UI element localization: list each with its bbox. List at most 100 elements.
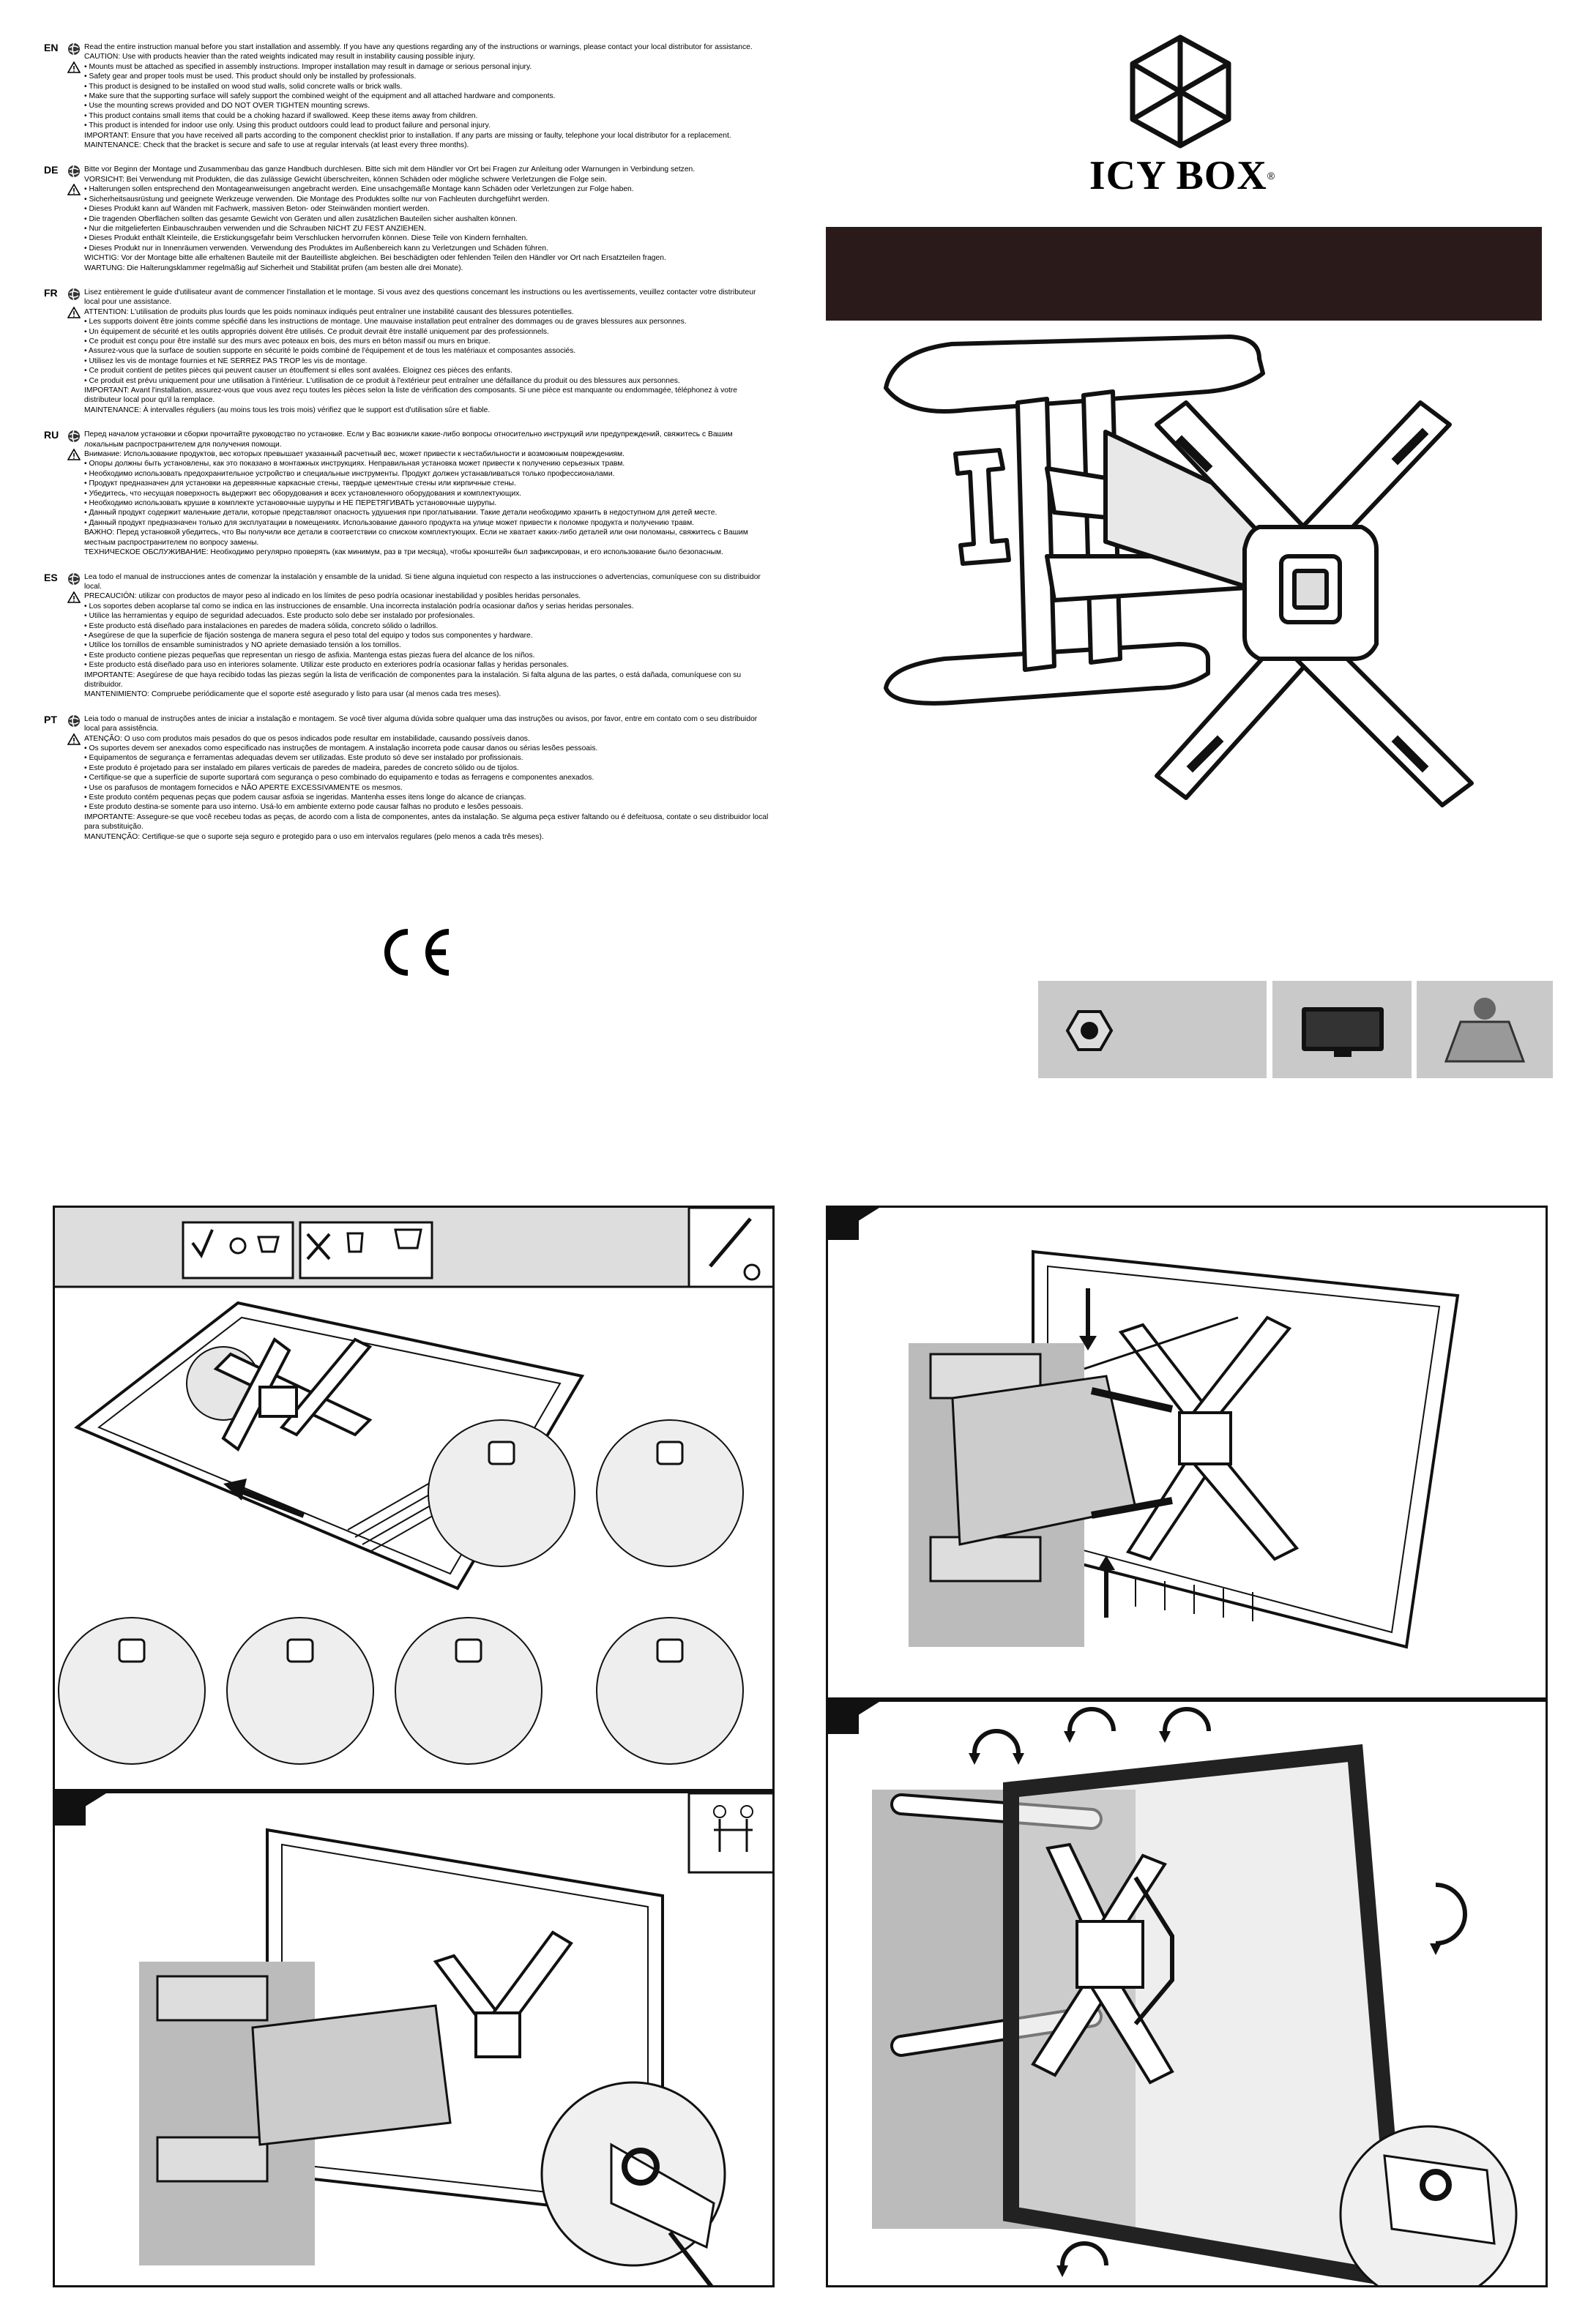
vesa-hexagon-icon: [1065, 1010, 1114, 1051]
step-tab: [55, 1793, 106, 1826]
safety-paragraph: • Safety gear and proper tools must be u…: [84, 72, 417, 81]
safety-paragraph: • Certifique-se que a superfície de supo…: [84, 774, 594, 782]
safety-paragraph: Read the entire instruction manual befor…: [84, 43, 753, 51]
safety-paragraph: • Assurez-vous que la surface de soutien…: [84, 347, 576, 356]
safety-paragraph: • Ce produit est prévu uniquement pour u…: [84, 376, 680, 385]
safety-paragraph: • Utilice los tornillos de ensamble sumi…: [84, 641, 401, 650]
safety-paragraph: • Este produto é projetado para ser inst…: [84, 763, 519, 772]
safety-section-es: ES Lea todo el manual de instrucciones an…: [44, 572, 769, 700]
warning-triangle-icon: [67, 306, 81, 318]
safety-paragraph: • Asegúrese de que la superficie de fija…: [84, 631, 533, 640]
info-globe-icon: [67, 430, 81, 443]
warning-triangle-icon: [67, 183, 81, 196]
warning-triangle-icon: [67, 61, 81, 73]
safety-paragraph: • Ce produit est conçu pour être install…: [84, 337, 491, 345]
safety-paragraph: • Данный продукт предназначен только для…: [84, 518, 695, 527]
safety-paragraph: • Os suportes devem ser anexados como es…: [84, 744, 598, 752]
weight-icon: [1444, 998, 1526, 1063]
safety-paragraph: • Los soportes deben acoplarse tal como …: [84, 602, 634, 610]
safety-section-fr: FR Lisez entièrement le guide d'utilisate…: [44, 288, 769, 415]
safety-paragraph: • Ce produit contient de petites pièces …: [84, 367, 512, 375]
spec-box-vesa: [1038, 981, 1267, 1078]
warning-triangle-icon: [67, 448, 81, 461]
safety-paragraph: • Die tragenden Oberflächen sollten das …: [84, 214, 518, 223]
step-tab: [828, 1208, 879, 1240]
safety-paragraph: PRECAUCIÓN: utilizar con productos de ma…: [84, 592, 581, 601]
language-code: DE: [44, 164, 59, 176]
safety-paragraph: Внимание: Использование продуктов, вес к…: [84, 450, 625, 459]
info-globe-icon: [67, 714, 81, 728]
wall-mount-product-illustration: [884, 335, 1474, 807]
info-globe-icon: [67, 42, 81, 56]
brand-name: ICY BOX®: [1089, 153, 1276, 198]
safety-paragraph: WARTUNG: Die Halterungsklammer regelmäßi…: [84, 264, 463, 272]
safety-paragraph: Lisez entièrement le guide d'utilisateur…: [84, 288, 756, 307]
safety-paragraph: • Use the mounting screws provided and D…: [84, 102, 370, 111]
safety-paragraph: IMPORTANT: Ensure that you have received…: [84, 131, 731, 140]
safety-paragraph: • Halterungen sollen entsprechend den Mo…: [84, 185, 634, 194]
language-code: EN: [44, 42, 59, 53]
safety-paragraph: • Dieses Produkt kann auf Wänden mit Fac…: [84, 205, 430, 214]
safety-paragraph: Bitte vor Beginn der Montage und Zusamme…: [84, 165, 696, 174]
warning-triangle-icon: [67, 590, 81, 603]
safety-paragraph: • Un équipement de sécurité et les outil…: [84, 327, 549, 336]
safety-paragraph: • Mounts must be attached as specified i…: [84, 62, 532, 71]
step-panel-1: [53, 1206, 775, 1791]
safety-paragraph: • This product is designed to be install…: [84, 82, 403, 91]
language-code: RU: [44, 429, 59, 441]
language-code: PT: [44, 713, 57, 725]
safety-paragraph: IMPORTANTE: Asegúrese de que haya recibi…: [84, 670, 742, 689]
info-globe-icon: [67, 165, 81, 178]
safety-paragraph: • Dieses Produkt nur in Innenräumen verw…: [84, 244, 548, 253]
safety-paragraph: • Dieses Produkt enthält Kleinteile, die…: [84, 234, 529, 243]
step-panel-3: [53, 1791, 775, 2287]
spec-box-weight: [1417, 981, 1553, 1078]
safety-paragraph: • Use os parafusos de montagem fornecido…: [84, 783, 403, 792]
safety-paragraph: • Este producto está diseñado para uso e…: [84, 661, 569, 670]
safety-paragraph: WICHTIG: Vor der Montage bitte alle erha…: [84, 254, 666, 263]
warning-triangle-icon: [67, 733, 81, 745]
safety-paragraph: • Необходимо использовать предохранитель…: [84, 469, 615, 478]
safety-paragraph: • Equipamentos de segurança e ferramenta…: [84, 754, 523, 763]
safety-paragraph: ТЕХНИЧЕСКОЕ ОБСЛУЖИВАНИЕ: Необходимо рег…: [84, 548, 723, 557]
safety-paragraph: ВАЖНО: Перед установкой убедитесь, что В…: [84, 528, 748, 547]
safety-instructions: EN Read the entire instruction manual bef…: [44, 42, 769, 856]
safety-paragraph: • Este produto destina-se somente para u…: [84, 803, 523, 812]
safety-paragraph: Lea todo el manual de instrucciones ante…: [84, 572, 761, 591]
safety-section-en: EN Read the entire instruction manual bef…: [44, 42, 769, 150]
info-globe-icon: [67, 572, 81, 586]
safety-paragraph: MAINTENANCE: Check that the bracket is s…: [84, 141, 469, 150]
safety-paragraph: • Необходимо использовать крушие в компл…: [84, 499, 497, 508]
step-panel-2: [826, 1206, 1548, 1700]
spec-box-screen-size: [1272, 981, 1412, 1078]
safety-paragraph: • Este producto está diseñado para insta…: [84, 621, 439, 630]
language-code: FR: [44, 286, 58, 299]
safety-paragraph: • Les supports doivent être joints comme…: [84, 318, 687, 326]
ce-mark: [384, 929, 450, 976]
icy-box-cube-logo: [1130, 34, 1231, 149]
safety-paragraph: CAUTION: Use with products heavier than …: [84, 53, 475, 61]
safety-paragraph: MANUTENÇÃO: Certifique-se que o suporte …: [84, 832, 544, 841]
safety-paragraph: • Данный продукт содержит маленькие дета…: [84, 509, 717, 518]
safety-paragraph: • This product is intended for indoor us…: [84, 122, 491, 130]
safety-paragraph: • Nur die mitgelieferten Einbauschrauben…: [84, 224, 426, 233]
safety-paragraph: • Sicherheitsausrüstung und geeignete We…: [84, 195, 550, 203]
safety-section-de: DE Bitte vor Beginn der Montage und Zusam…: [44, 165, 769, 272]
language-code: ES: [44, 571, 58, 583]
step-tab: [828, 1702, 879, 1734]
safety-paragraph: VORSICHT: Bei Verwendung mit Produkten, …: [84, 175, 607, 184]
safety-paragraph: • This product contains small items that…: [84, 111, 478, 120]
safety-paragraph: • Убедитесь, что несущая поверхность выд…: [84, 489, 522, 498]
step-panel-4: [826, 1700, 1548, 2287]
safety-paragraph: • Utilisez les vis de montage fournies e…: [84, 356, 368, 365]
safety-paragraph: • Este produto contém pequenas peças que…: [84, 793, 526, 802]
safety-paragraph: MANTENIMIENTO: Compruebe periódicamente …: [84, 690, 502, 699]
safety-paragraph: Перед началом установки и сборки прочита…: [84, 430, 733, 449]
safety-paragraph: IMPORTANTE: Assegure-se que você recebeu…: [84, 812, 769, 832]
safety-paragraph: ATTENTION: L'utilisation de produits plu…: [84, 307, 574, 316]
safety-paragraph: • Este producto contiene piezas pequeñas…: [84, 651, 535, 660]
tv-screen-icon: [1302, 1007, 1384, 1057]
safety-paragraph: • Продукт предназначен для установки на …: [84, 479, 516, 488]
info-globe-icon: [67, 288, 81, 301]
